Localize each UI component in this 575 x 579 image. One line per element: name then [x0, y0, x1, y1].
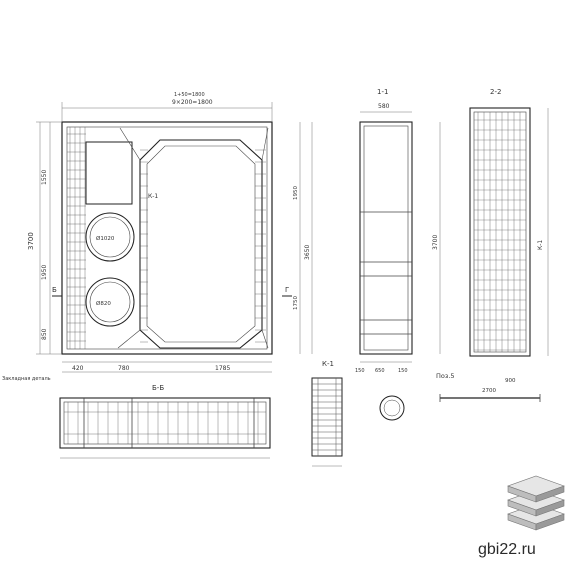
left-dim-3: 850 [41, 328, 48, 340]
pos-5-dim-2: 900 [505, 378, 516, 384]
section-b-mark: Б [52, 286, 57, 294]
section-bb-title: Б-Б [152, 384, 164, 392]
right-dim-1: 3650 [304, 245, 311, 260]
section-2-2 [469, 107, 549, 357]
section-width: 580 [378, 103, 390, 110]
right-dim-3: 1750 [293, 296, 299, 310]
pipe-label: Ø1020 [96, 235, 115, 242]
section-height: 3700 [432, 235, 439, 250]
section-2-k1: К-1 [537, 240, 544, 250]
section-k1-title: К-1 [322, 360, 334, 368]
section-1-title: 1-1 [377, 88, 388, 96]
pos-5-dim-1: 2700 [482, 388, 496, 394]
watermark-text: gbi22.ru [478, 541, 536, 558]
elevation-k1-mark: К-1 [148, 193, 158, 200]
left-dim-1: 1550 [41, 170, 48, 185]
base-dim-1: 150 [355, 368, 365, 374]
section-bb [59, 397, 271, 459]
main-elevation [36, 102, 313, 373]
right-dim-2: 1950 [293, 186, 299, 200]
pos-5-detail [379, 394, 541, 421]
pipe-label-2: Ø820 [96, 300, 111, 307]
top-dim-2: 1+50=1800 [174, 92, 205, 98]
base-dim-2: 650 [375, 368, 385, 374]
rebar-grid [67, 127, 266, 349]
bb-rebar-grid [64, 402, 266, 444]
side-rebar-grid [474, 112, 526, 352]
bottom-dim-3: 1785 [215, 365, 230, 372]
section-1-1 [359, 111, 441, 363]
bottom-dim-1: 420 [72, 365, 84, 372]
left-note: Закладная деталь [2, 376, 51, 382]
base-dim-3: 150 [398, 368, 408, 374]
k1-rebar-grid [312, 378, 342, 456]
overall-height-label: 3700 [27, 232, 35, 250]
section-k1 [311, 377, 343, 467]
section-2-title: 2-2 [490, 88, 501, 96]
pos-5-title: Поз.5 [436, 372, 455, 380]
section-g-mark: Г [285, 286, 289, 294]
left-dim-2: 1950 [41, 265, 48, 280]
watermark-logo [507, 475, 565, 531]
bottom-dim-2: 780 [118, 365, 130, 372]
top-dim-1: 9×200=1800 [172, 99, 213, 106]
